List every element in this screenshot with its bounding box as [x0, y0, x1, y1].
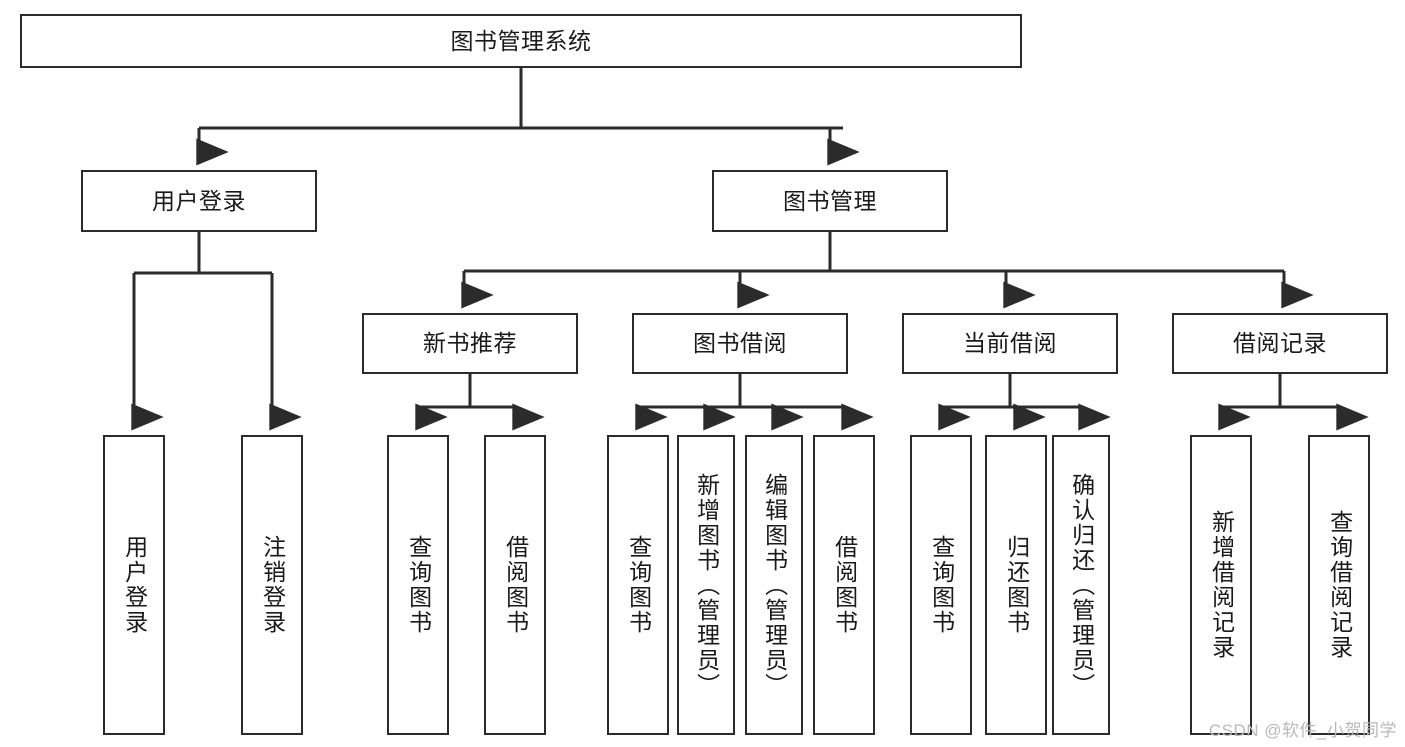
node-leaf-query-book-current[interactable]: 查询图书 — [910, 435, 972, 735]
node-leaf-user-login[interactable]: 用户登录 — [103, 435, 165, 735]
node-leaf-label: 查询借阅记录 — [1326, 510, 1353, 660]
csdn-watermark: CSDN @软件_小贺同学 — [1208, 721, 1397, 740]
node-leaf-label: 借阅图书 — [502, 535, 529, 635]
node-leaf-query-book-recommend[interactable]: 查询图书 — [387, 435, 449, 735]
node-leaf-query-book-borrow[interactable]: 查询图书 — [607, 435, 669, 735]
node-new-book-recommend-label: 新书推荐 — [423, 330, 517, 357]
node-borrow-record-label: 借阅记录 — [1233, 330, 1327, 357]
node-leaf-label: 归还图书 — [1003, 535, 1030, 635]
node-current-borrow[interactable]: 当前借阅 — [902, 313, 1118, 374]
node-new-book-recommend[interactable]: 新书推荐 — [362, 313, 578, 374]
node-leaf-add-borrow-record[interactable]: 新增借阅记录 — [1190, 435, 1252, 735]
node-current-borrow-label: 当前借阅 — [963, 330, 1057, 357]
node-user-login[interactable]: 用户登录 — [81, 170, 317, 232]
node-leaf-label: 借阅图书 — [831, 535, 858, 635]
node-book-management[interactable]: 图书管理 — [712, 170, 948, 232]
node-root-system[interactable]: 图书管理系统 — [20, 14, 1022, 68]
node-leaf-label: 查询图书 — [405, 535, 432, 635]
node-leaf-return-book[interactable]: 归还图书 — [985, 435, 1047, 735]
node-leaf-label: 用户登录 — [121, 535, 148, 635]
node-borrow-record[interactable]: 借阅记录 — [1172, 313, 1388, 374]
node-leaf-confirm-return-admin[interactable]: 确认归还（管理员） — [1052, 435, 1110, 735]
node-book-borrow[interactable]: 图书借阅 — [632, 313, 848, 374]
node-leaf-borrow-book[interactable]: 借阅图书 — [813, 435, 875, 735]
node-leaf-edit-book-admin[interactable]: 编辑图书（管理员） — [745, 435, 803, 735]
node-leaf-label: 编辑图书（管理员） — [761, 472, 788, 698]
node-leaf-logout-login[interactable]: 注销登录 — [241, 435, 303, 735]
node-leaf-query-borrow-record[interactable]: 查询借阅记录 — [1308, 435, 1370, 735]
node-leaf-label: 查询图书 — [625, 535, 652, 635]
node-leaf-label: 注销登录 — [259, 535, 286, 635]
node-book-management-label: 图书管理 — [783, 187, 877, 214]
node-book-borrow-label: 图书借阅 — [693, 330, 787, 357]
node-leaf-label: 新增图书（管理员） — [693, 472, 720, 698]
node-leaf-borrow-book-recommend[interactable]: 借阅图书 — [484, 435, 546, 735]
node-leaf-label: 确认归还（管理员） — [1068, 472, 1095, 698]
node-leaf-add-book-admin[interactable]: 新增图书（管理员） — [677, 435, 735, 735]
node-leaf-label: 查询图书 — [928, 535, 955, 635]
node-user-login-label: 用户登录 — [152, 187, 246, 214]
node-root-label: 图书管理系统 — [450, 27, 592, 54]
node-leaf-label: 新增借阅记录 — [1208, 510, 1235, 660]
